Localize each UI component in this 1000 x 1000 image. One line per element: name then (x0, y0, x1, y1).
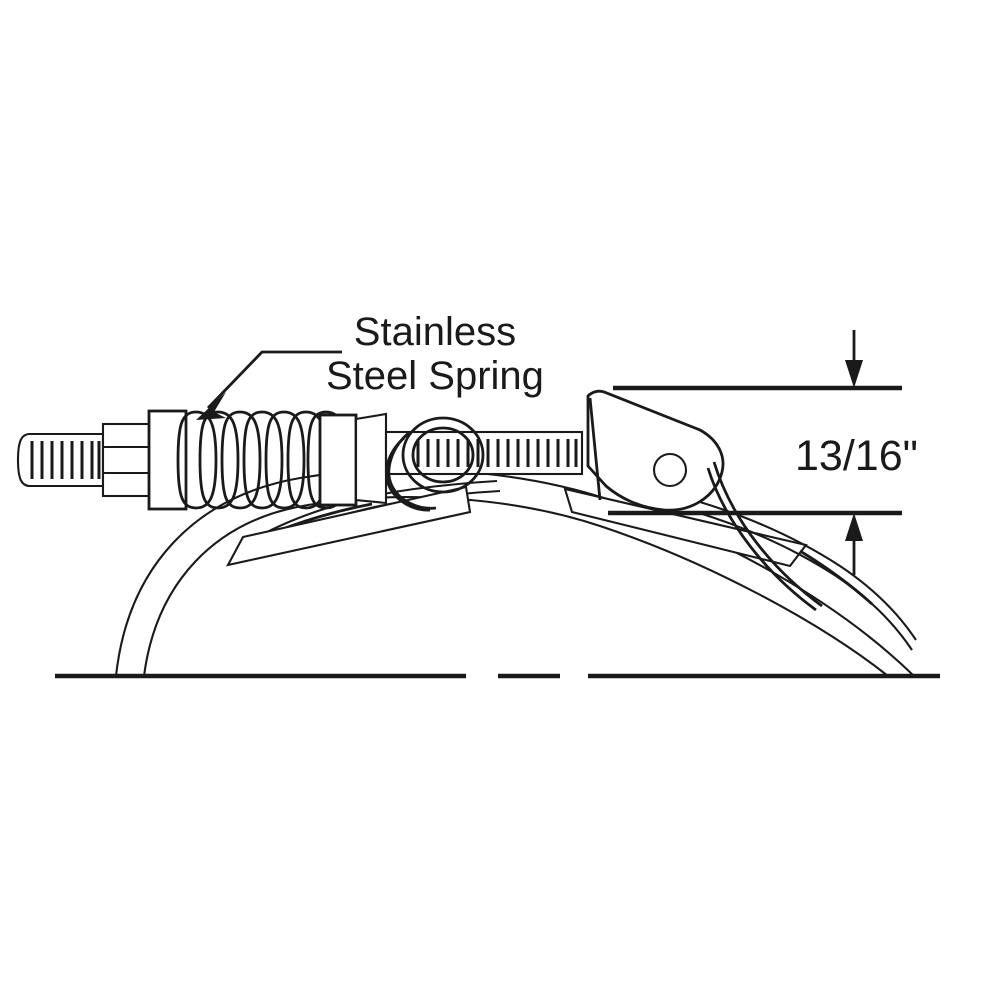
main-band-slots (416, 439, 578, 467)
washer-right (318, 413, 358, 507)
pivot-hole (652, 452, 688, 488)
dimension-arrow-top-head (845, 360, 863, 388)
bridge-bracket (586, 389, 823, 612)
dimension-extension-lines (608, 385, 902, 516)
dimension-arrows (845, 330, 863, 575)
band-tail-slots (30, 441, 101, 479)
spacer-block (354, 412, 388, 505)
trunnion-loop (385, 416, 485, 512)
hose-arc (114, 468, 915, 677)
spring-label-line1: Stainless (353, 310, 517, 354)
band-tail (16, 432, 105, 488)
leader-line (206, 350, 342, 409)
clamp-band-right (695, 500, 917, 651)
dimension-value-label: 13/16" (795, 432, 918, 480)
band-saddle-right (563, 487, 808, 568)
dimension-arrow-bottom-head (845, 513, 863, 541)
hex-nut (101, 422, 151, 498)
spring-leader (196, 350, 342, 420)
spring-callout-label: Stainless Steel Spring (326, 310, 544, 398)
leader-arrowhead (196, 392, 226, 420)
spring-label-line2: Steel Spring (326, 354, 544, 398)
